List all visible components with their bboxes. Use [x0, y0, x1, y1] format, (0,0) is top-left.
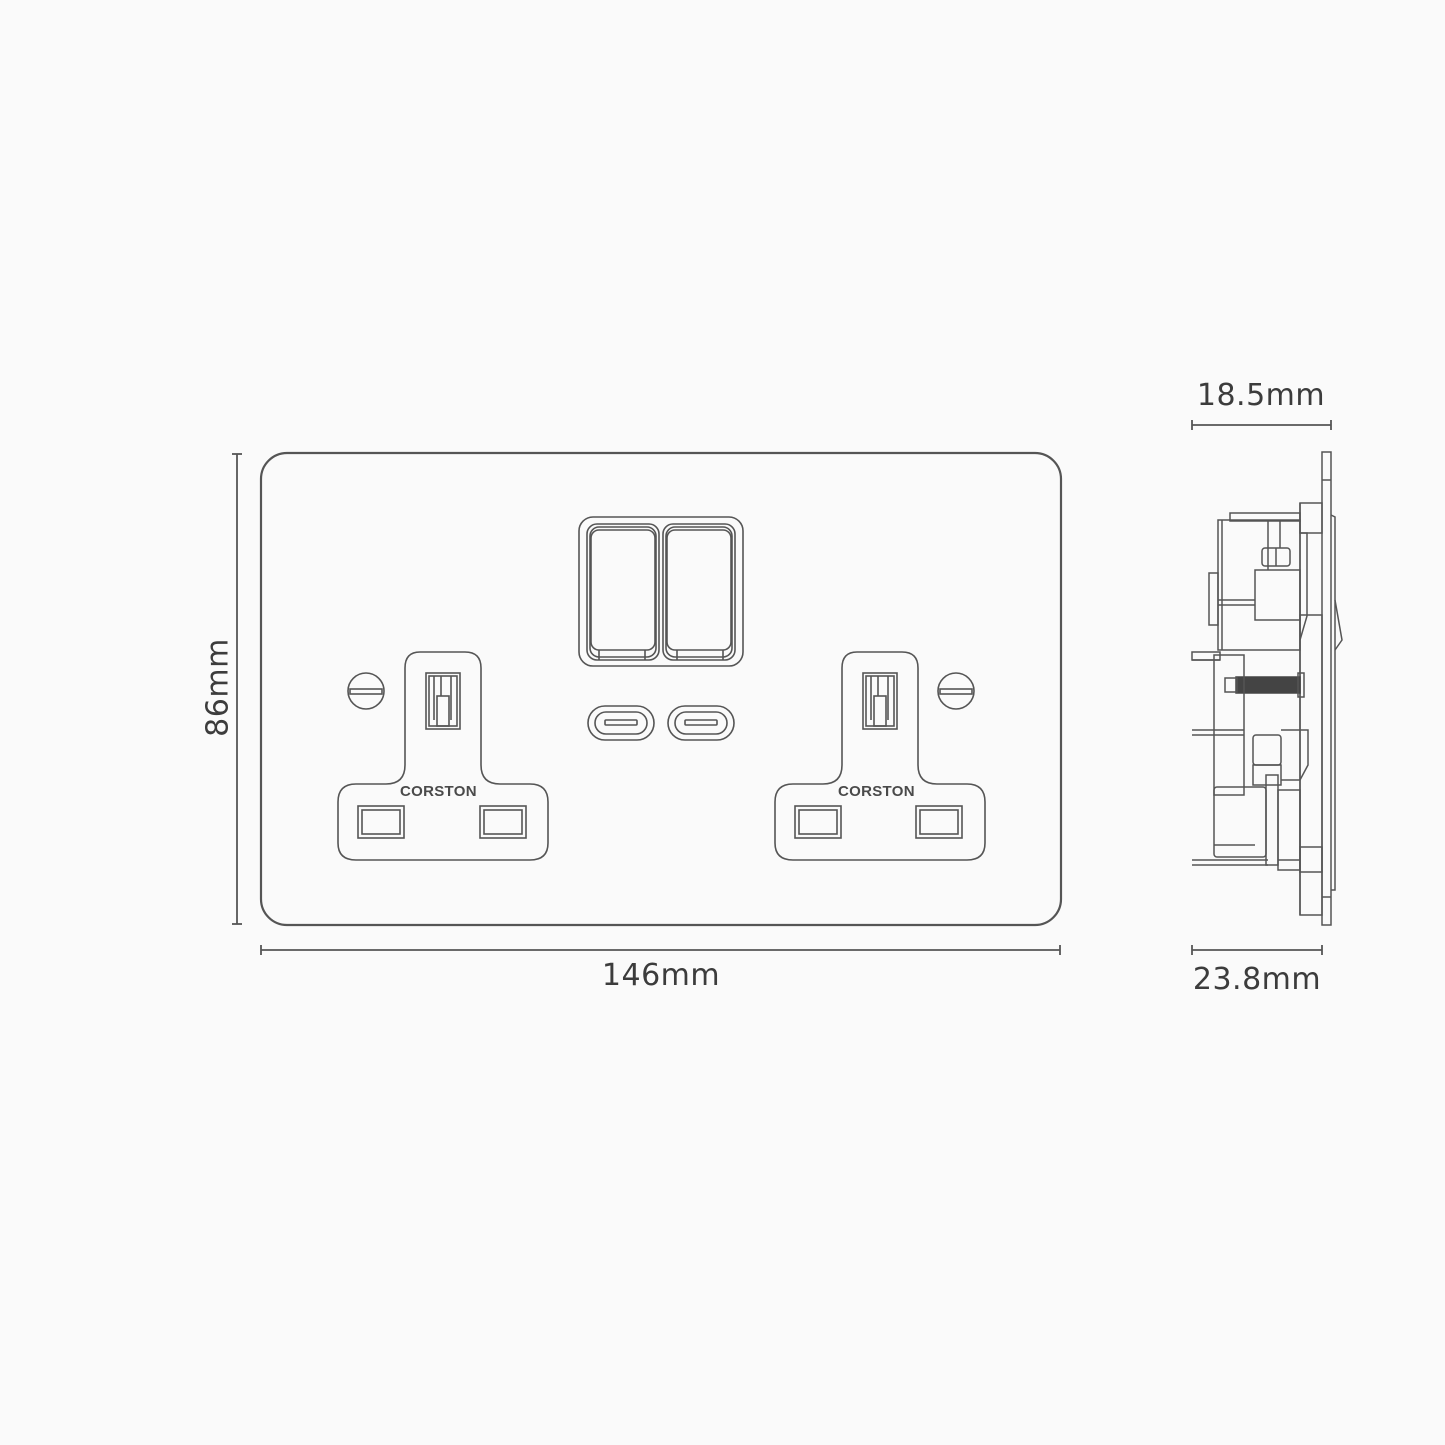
top-depth-dimension-line [1191, 420, 1332, 430]
neutral-pin-slot-icon [479, 805, 527, 839]
width-dimension-line [260, 945, 1061, 955]
socket-right-brand-text: CORSTON [838, 783, 915, 800]
usb-c-port-right-icon [667, 705, 735, 741]
screw-left-icon [347, 672, 385, 710]
height-dimension-line [232, 453, 242, 925]
earth-pin-slot-icon [862, 672, 898, 730]
rocker-switch-right-icon [662, 523, 736, 661]
rocker-switch-left-icon [586, 523, 660, 661]
socket-right [774, 651, 986, 861]
width-dimension-label: 146mm [601, 958, 721, 993]
screw-right-icon [937, 672, 975, 710]
bottom-depth-dimension-label: 23.8mm [1192, 962, 1322, 997]
front-plate [259, 451, 1063, 927]
side-view [1191, 451, 1343, 926]
top-depth-dimension-label: 18.5mm [1196, 378, 1326, 413]
live-pin-slot-icon [794, 805, 842, 839]
bottom-depth-dimension-line [1191, 945, 1323, 955]
neutral-pin-slot-icon [915, 805, 963, 839]
live-pin-slot-icon [357, 805, 405, 839]
socket-left-brand-text: CORSTON [400, 783, 477, 800]
height-dimension-label: 86mm [200, 638, 236, 737]
earth-pin-slot-icon [425, 672, 461, 730]
usb-c-port-left-icon [587, 705, 655, 741]
switch-assembly [578, 516, 744, 667]
socket-left [337, 651, 549, 861]
